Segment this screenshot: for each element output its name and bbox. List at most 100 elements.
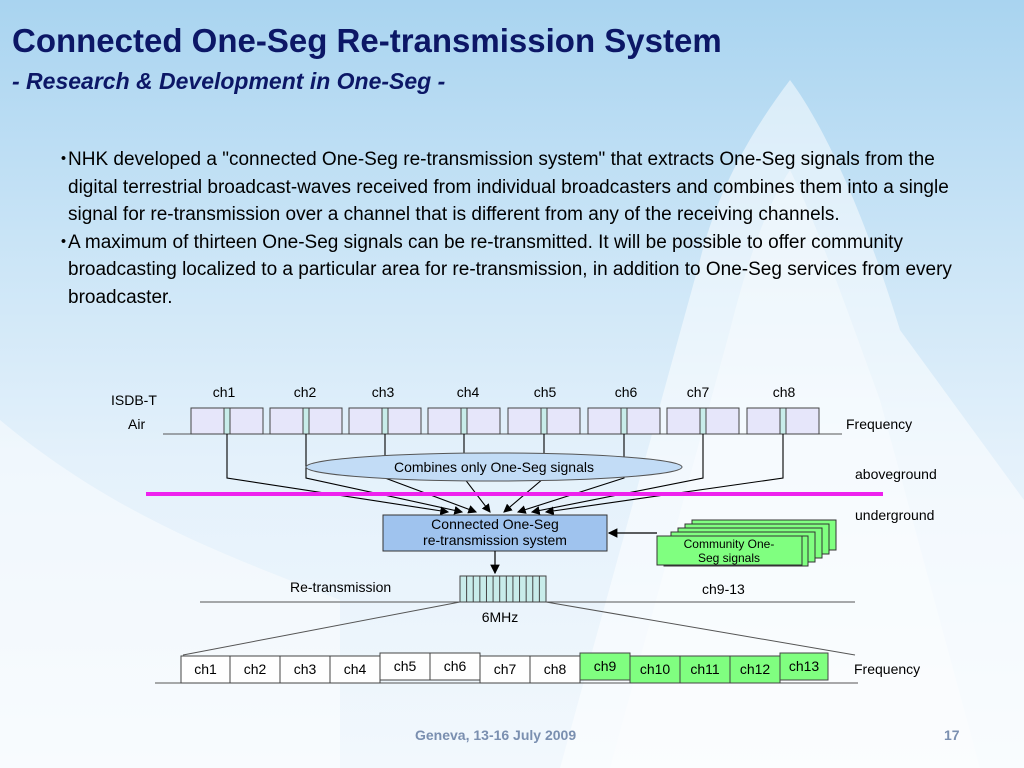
output-channel-ch12: ch12 [729,655,781,684]
signal-arrow [516,434,625,514]
air-segment-left [507,407,542,435]
air-channel-label: ch1 [213,384,236,400]
signal-arrow [305,434,464,515]
system-box [382,514,608,552]
air-channel-ch7: ch7 [666,384,740,435]
air-segment-left [190,407,225,435]
air-segment-right [626,407,661,435]
output-channel-label: ch2 [244,661,267,677]
output-channel-label: ch13 [789,658,820,674]
output-channel-label: ch8 [544,661,567,677]
one-seg-segment [223,407,231,435]
air-segment-right [466,407,501,435]
air-channel-label: ch6 [615,384,638,400]
output-channel-ch8: ch8 [529,655,581,684]
output-channel-label: ch9 [594,658,617,674]
output-channel-box [479,655,531,684]
one-seg-segment [381,407,389,435]
air-channel-ch8: ch8 [746,384,820,435]
output-channel-box [529,655,581,684]
ch9-13-label: ch9-13 [702,581,745,597]
output-channel-ch3: ch3 [279,655,331,684]
bandwidth-label: 6MHz [482,609,519,625]
output-channel-ch1: ch1 [180,655,231,684]
combine-ellipse [305,452,683,482]
air-channel-label: ch7 [687,384,710,400]
frequency-top-label: Frequency [846,416,912,432]
air-channel-label: ch5 [534,384,557,400]
air-channel-ch4: ch4 [427,384,501,435]
air-segment-right [308,407,343,435]
output-channel-ch5: ch5 [379,652,431,681]
output-channel-label: ch11 [690,661,720,677]
air-segment-left [427,407,462,435]
output-channel-box [279,655,331,684]
air-channel-label: ch8 [773,384,796,400]
page-number: 17 [944,727,960,743]
air-channel-group: ch1 ch2 ch3 ch4 ch5 ch6 ch7 ch8 [190,384,820,435]
bullet-text: NHK developed a "connected One-Seg re-tr… [68,149,949,225]
community-label-line1: Community One- [684,537,775,551]
one-seg-segment [620,407,628,435]
one-seg-segment [699,407,707,435]
air-segment-right [705,407,740,435]
one-seg-segment [460,407,468,435]
output-channel-box [579,652,631,681]
air-channel-ch5: ch5 [507,384,581,435]
air-channel-label: ch2 [294,384,317,400]
slide-title: Connected One-Seg Re-transmission System [12,22,722,59]
segment-bundle [459,575,547,603]
retransmission-label: Re-transmission [290,579,391,595]
output-channel-label: ch6 [444,658,467,674]
system-label-line2: re-transmission system [423,532,567,548]
output-channel-ch4: ch4 [329,655,381,684]
output-channel-ch9: ch9 [579,652,631,681]
output-channel-box [679,655,731,684]
aboveground-label: aboveground [855,466,937,482]
signal-arrow [530,434,704,515]
system-label-line1: Connected One-Seg [431,516,559,532]
output-channel-ch2: ch2 [229,655,281,684]
output-channel-ch10: ch10 [629,655,681,684]
output-channel-ch7: ch7 [479,655,531,684]
underground-label: underground [855,507,934,523]
signal-arrow [226,434,450,516]
air-channel-label: ch3 [372,384,395,400]
air-channel-ch6: ch6 [587,384,661,435]
slide-subtitle: - Research & Development in One-Seg - [12,68,446,94]
air-segment-right [546,407,581,435]
air-channel-ch2: ch2 [269,384,343,435]
bullet-item: ・ NHK developed a "connected One-Seg re-… [54,146,984,229]
output-channel-box [379,652,431,681]
frequency-bottom-label: Frequency [854,661,920,677]
one-seg-segment [302,407,310,435]
one-seg-segment [779,407,787,435]
air-segment-right [229,407,264,435]
community-label-line2: Seg signals [698,551,760,565]
air-channel-ch1: ch1 [190,384,264,435]
output-channel-ch6: ch6 [429,652,481,681]
bullet-marker: ・ [54,231,74,253]
combine-label: Combines only One-Seg signals [394,459,594,475]
output-channel-box [429,652,481,681]
output-channel-label: ch10 [640,661,671,677]
air-segment-right [387,407,422,435]
air-channel-label: ch4 [457,384,480,400]
output-channel-box [779,652,829,681]
output-channel-label: ch3 [294,661,317,677]
community-signals-stack: Community One- Seg signals [656,519,837,567]
air-segment-left [587,407,622,435]
footer-location: Geneva, 13-16 July 2009 [415,727,577,743]
air-segment-right [785,407,820,435]
bullet-marker: ・ [54,149,74,170]
air-segment-left [746,407,781,435]
output-channel-box [629,655,681,684]
output-channel-label: ch4 [344,661,367,677]
air-segment-left [666,407,701,435]
signal-arrow [544,434,784,516]
air-segment-left [348,407,383,435]
expansion-line-left [182,601,461,656]
air-channel-ch3: ch3 [348,384,422,435]
air-segment-left [269,407,304,435]
